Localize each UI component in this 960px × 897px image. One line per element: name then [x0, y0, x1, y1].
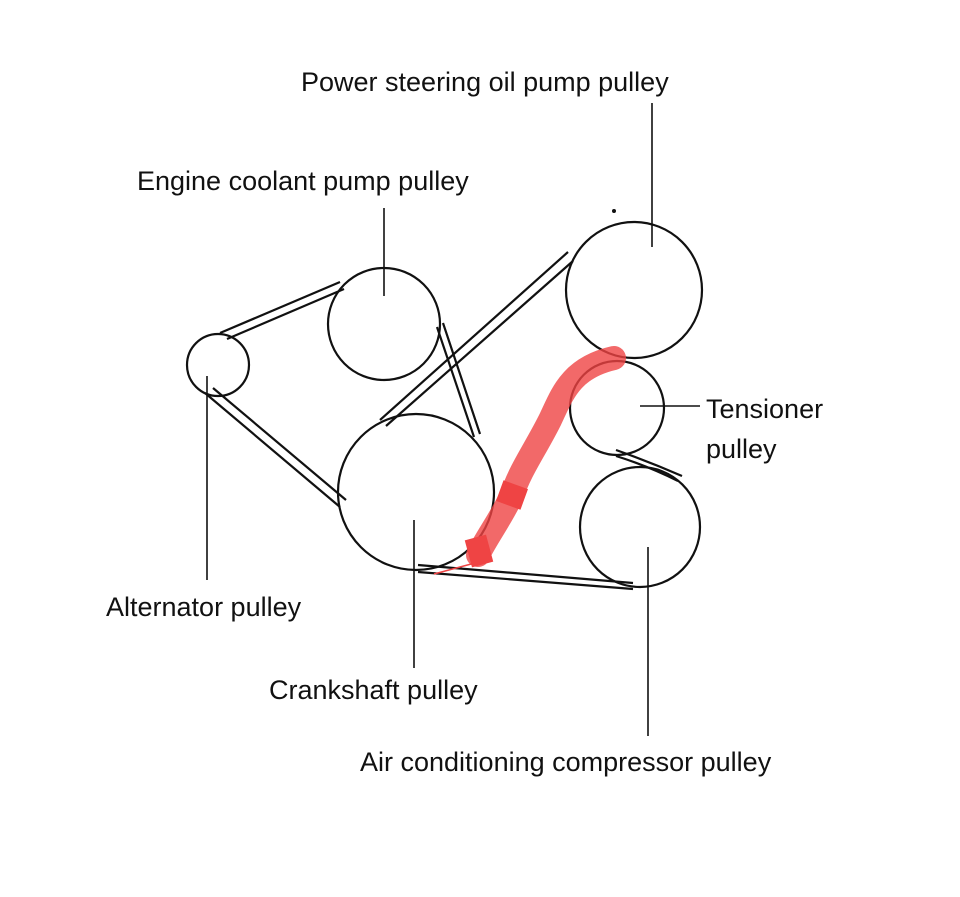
leader-lines [206, 103, 700, 736]
label-ac-compressor-pulley: Air conditioning compressor pulley [360, 747, 772, 777]
highlighted-belt-section [433, 346, 626, 575]
label-coolant-pump-pulley: Engine coolant pump pulley [137, 166, 469, 196]
label-crankshaft-pulley: Crankshaft pulley [269, 675, 478, 705]
label-tensioner-line1: Tensioner [706, 394, 824, 424]
ink-speck [612, 209, 616, 213]
power-steering-pulley [564, 220, 704, 360]
label-power-steering-pulley: Power steering oil pump pulley [301, 67, 669, 97]
crankshaft-pulley [336, 412, 496, 572]
ac-compressor-pulley [578, 465, 702, 589]
label-tensioner-line2: pulley [706, 434, 777, 464]
alternator-pulley [185, 332, 251, 398]
label-alternator-pulley: Alternator pulley [106, 592, 302, 622]
belt [204, 251, 683, 591]
